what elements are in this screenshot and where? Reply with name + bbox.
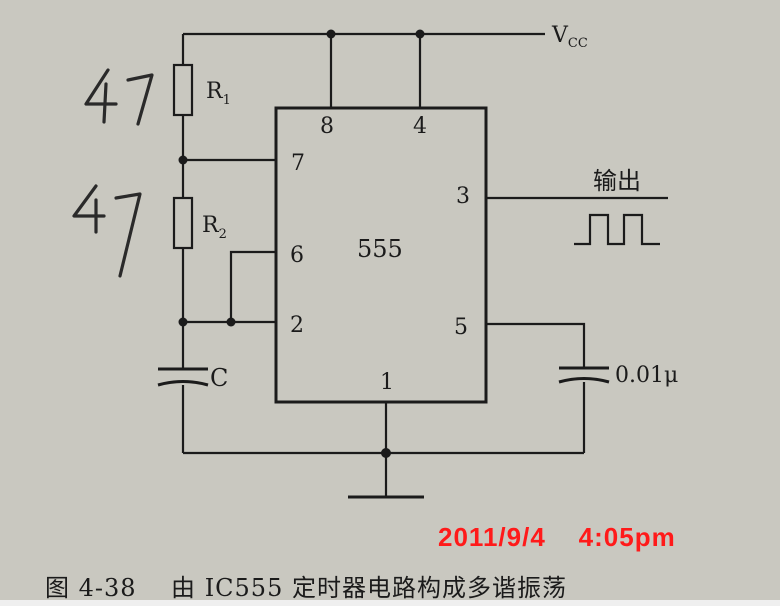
chip-name: 555: [357, 235, 403, 263]
r1-label: R1: [206, 79, 231, 108]
photo-timestamp: 2011/9/4 4:05pm: [438, 522, 676, 552]
junction-dot: [226, 317, 236, 327]
chip-555-body: [274, 106, 488, 404]
pin-label-1: 1: [380, 370, 394, 395]
wire-pin6: [229, 250, 276, 322]
pin-label-5: 5: [454, 315, 468, 340]
output-label: 输出: [593, 167, 641, 195]
r2-label: R2: [202, 213, 227, 242]
square-wave-icon: [574, 213, 660, 246]
pin-label-8: 8: [320, 114, 334, 139]
c-label: C: [210, 364, 228, 392]
wire-pin5: [486, 322, 586, 368]
pin-label-7: 7: [291, 151, 305, 176]
capacitor-c-plate: [157, 380, 209, 387]
resistor-r2: [172, 196, 194, 250]
pin-label-4: 4: [413, 114, 427, 139]
junction-dot: [415, 29, 425, 39]
pin-label-6: 6: [290, 243, 304, 268]
pin-label-3: 3: [456, 184, 470, 209]
c-control-label: 0.01μ: [615, 363, 678, 388]
handwritten-r1-value: [84, 68, 154, 126]
vcc-label: VCC: [551, 23, 588, 51]
junction-dot: [381, 448, 391, 458]
junction-dot: [326, 29, 336, 39]
figure-caption: 图 4-38 由 IC555 定时器电路构成多谐振荡: [45, 574, 567, 602]
pin-label-2: 2: [290, 313, 304, 338]
resistor-r1: [172, 63, 194, 117]
handwritten-r2-value: [72, 184, 142, 278]
capacitor-control-plate: [558, 377, 610, 384]
bottom-edge: [0, 600, 780, 606]
